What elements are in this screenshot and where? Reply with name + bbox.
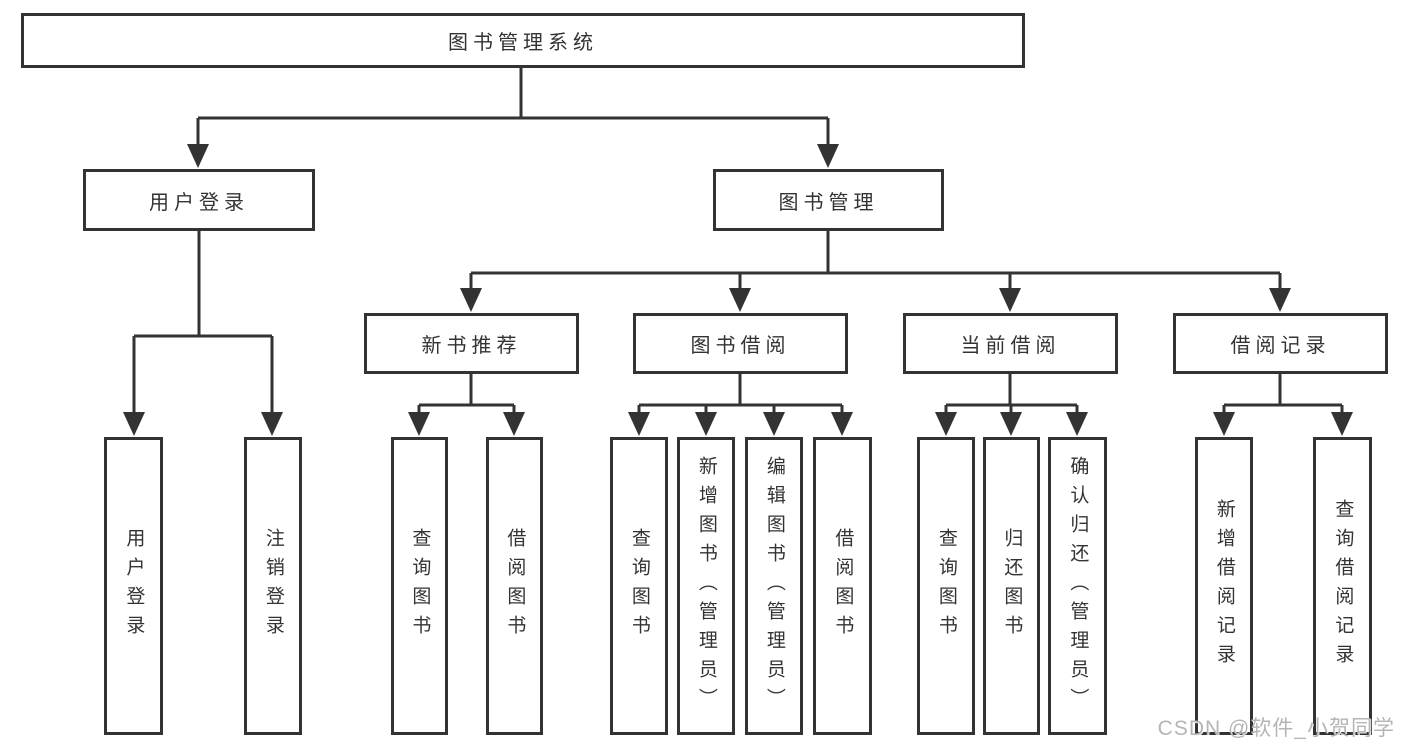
node-current-borrowing-label: 当前借阅 bbox=[960, 335, 1061, 357]
leaf-add-book-admin: 新增图书（管理员） bbox=[677, 437, 735, 735]
leaf-return-books: 归还图书 bbox=[983, 437, 1040, 735]
leaf-add-borrow-record-label: 新增借阅记录 bbox=[1213, 499, 1235, 673]
leaf-logout-label: 注销登录 bbox=[262, 528, 284, 644]
leaf-borrow-books-2: 借阅图书 bbox=[813, 437, 872, 735]
arrowheads bbox=[123, 144, 1353, 436]
leaf-borrow-books-1-label: 借阅图书 bbox=[504, 528, 526, 644]
node-book-management: 图书管理 bbox=[713, 169, 944, 231]
leaf-query-borrow-record: 查询借阅记录 bbox=[1313, 437, 1372, 735]
node-borrow-records-label: 借阅记录 bbox=[1230, 335, 1331, 357]
leaf-add-borrow-record: 新增借阅记录 bbox=[1195, 437, 1253, 735]
node-root-label: 图书管理系统 bbox=[448, 32, 598, 54]
node-book-borrowing: 图书借阅 bbox=[633, 313, 848, 374]
node-book-borrowing-label: 图书借阅 bbox=[690, 335, 791, 357]
leaf-borrow-books-1: 借阅图书 bbox=[486, 437, 543, 735]
leaf-add-book-admin-label: 新增图书（管理员） bbox=[695, 455, 717, 717]
leaf-edit-book-admin-label: 编辑图书（管理员） bbox=[763, 455, 785, 717]
leaf-query-books-2-label: 查询图书 bbox=[628, 528, 650, 644]
leaf-query-books-2: 查询图书 bbox=[610, 437, 668, 735]
node-book-management-label: 图书管理 bbox=[778, 191, 879, 214]
leaf-edit-book-admin: 编辑图书（管理员） bbox=[745, 437, 803, 735]
node-user-login-label: 用户登录 bbox=[149, 191, 249, 214]
leaf-user-login: 用户登录 bbox=[104, 437, 163, 735]
leaf-logout: 注销登录 bbox=[244, 437, 302, 735]
leaf-confirm-return-admin: 确认归还（管理员） bbox=[1048, 437, 1107, 735]
leaf-query-books-1-label: 查询图书 bbox=[409, 528, 431, 644]
node-root: 图书管理系统 bbox=[21, 13, 1025, 68]
leaf-user-login-label: 用户登录 bbox=[123, 528, 145, 644]
node-new-book-recommend-label: 新书推荐 bbox=[421, 335, 522, 357]
node-new-book-recommend: 新书推荐 bbox=[364, 313, 579, 374]
node-current-borrowing: 当前借阅 bbox=[903, 313, 1118, 374]
leaf-query-books-3-label: 查询图书 bbox=[935, 528, 957, 644]
leaf-confirm-return-admin-label: 确认归还（管理员） bbox=[1067, 455, 1089, 717]
node-borrow-records: 借阅记录 bbox=[1173, 313, 1388, 374]
node-user-login: 用户登录 bbox=[83, 169, 315, 231]
watermark: CSDN @软件_小贺同学 bbox=[1157, 717, 1395, 740]
leaf-query-books-1: 查询图书 bbox=[391, 437, 448, 735]
leaf-query-borrow-record-label: 查询借阅记录 bbox=[1332, 499, 1354, 673]
leaf-borrow-books-2-label: 借阅图书 bbox=[832, 528, 854, 644]
leaf-return-books-label: 归还图书 bbox=[1001, 528, 1023, 644]
leaf-query-books-3: 查询图书 bbox=[917, 437, 975, 735]
